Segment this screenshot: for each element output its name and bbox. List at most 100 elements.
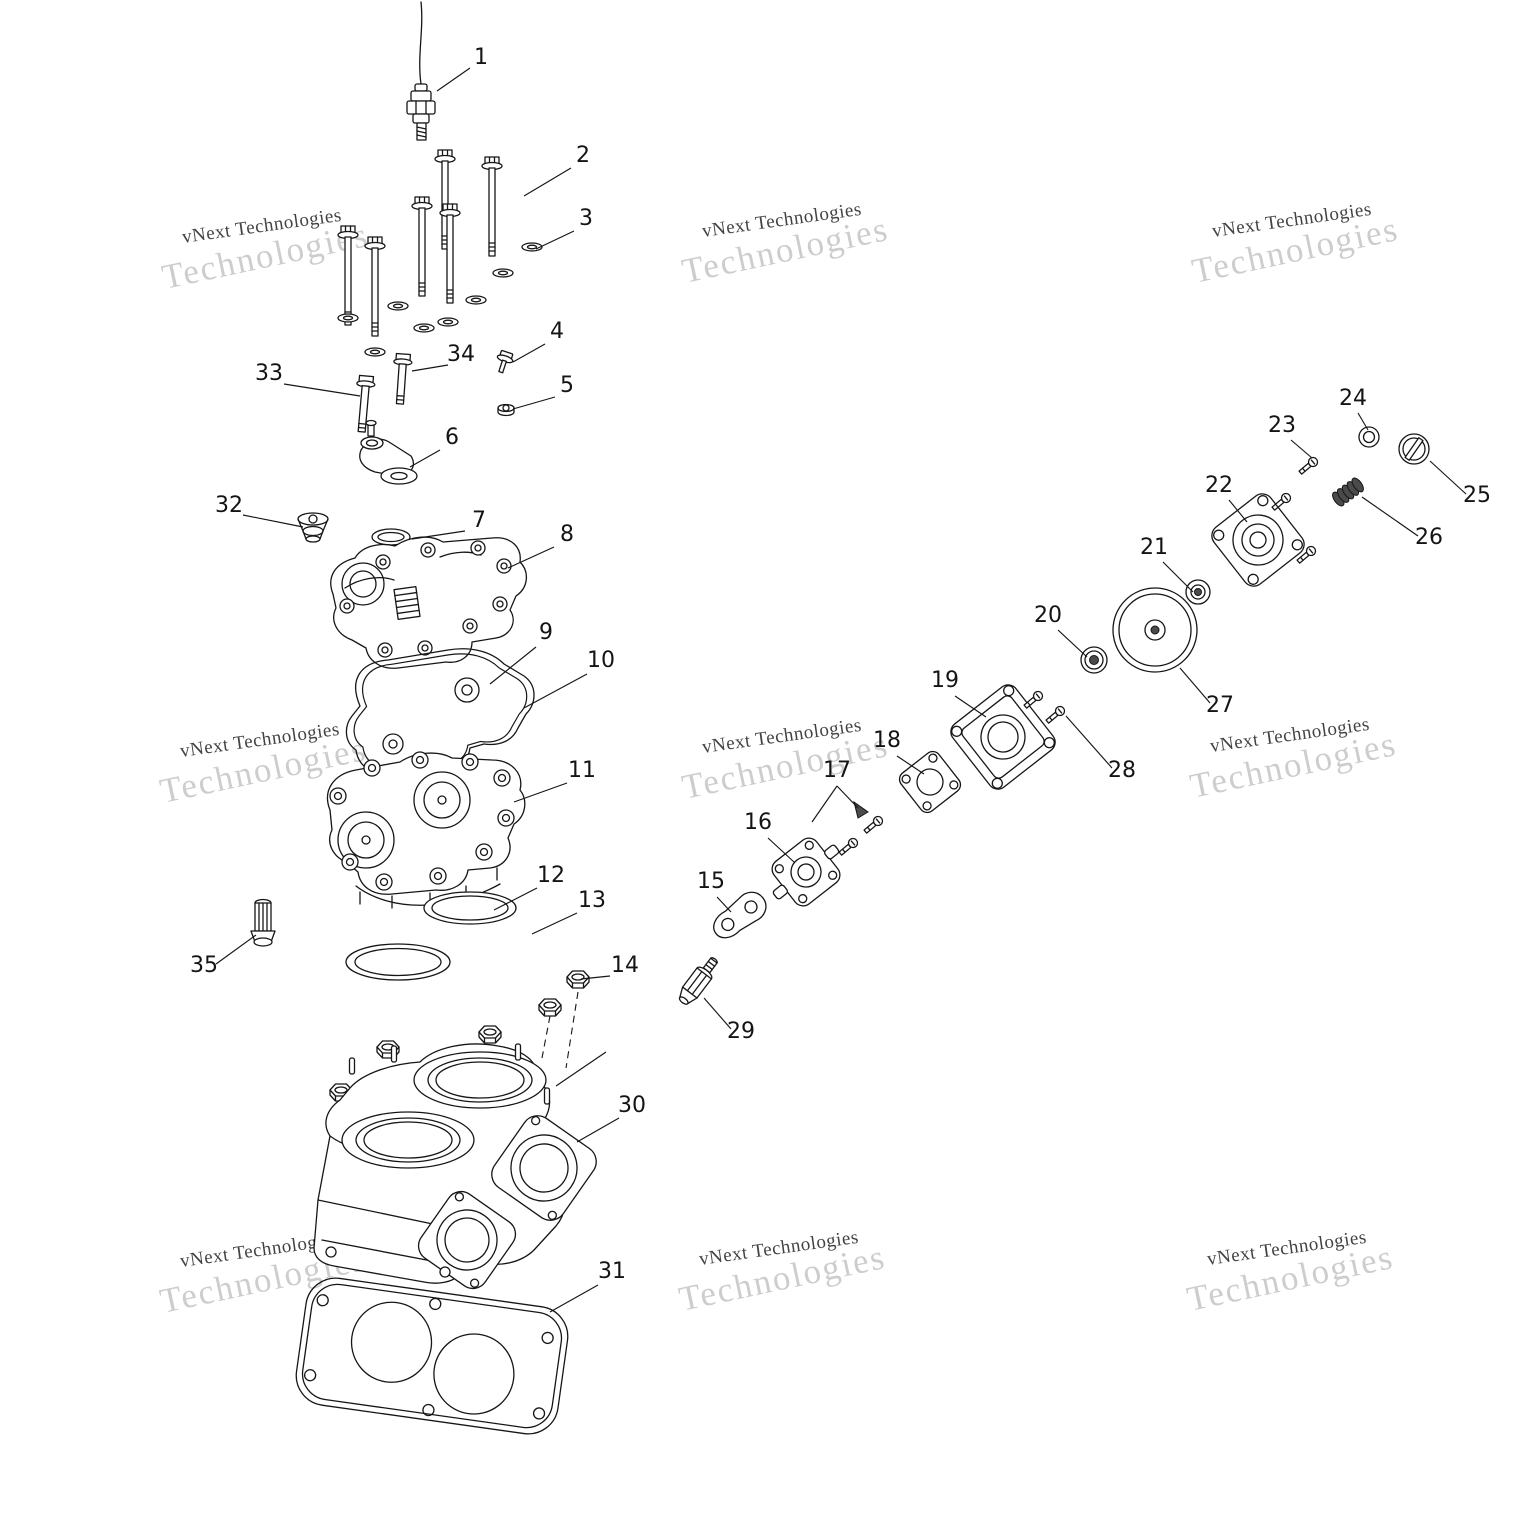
fitting-part-35: [250, 898, 276, 947]
leader-line-15: [716, 896, 732, 913]
leader-line-27: [1179, 667, 1211, 704]
part-label-3: 3: [579, 206, 593, 231]
leader-line-4: [512, 343, 546, 363]
cylinder-block-part-30: [313, 1043, 597, 1290]
part-label-15: 15: [697, 869, 725, 894]
leader-line-13: [531, 912, 578, 935]
leader-line-23: [1290, 439, 1313, 459]
part-label-6: 6: [445, 425, 459, 450]
leader-line-34: [411, 364, 449, 372]
leader-line-35: [215, 934, 257, 965]
part-label-22: 22: [1205, 473, 1233, 498]
spring-part-26: [1332, 477, 1364, 507]
leader-line-28: [1065, 715, 1113, 769]
arrow-17: [853, 800, 869, 819]
part-label-7: 7: [472, 508, 486, 533]
part-label-32: 32: [215, 493, 243, 518]
base-gasket-part-31: [295, 1277, 569, 1435]
part-label-12: 12: [537, 863, 565, 888]
part-label-29: 29: [727, 1019, 755, 1044]
part-label-26: 26: [1415, 525, 1443, 550]
oring-part-24: [1358, 426, 1380, 448]
leader-line-14: [580, 975, 611, 980]
leader-line-8: [507, 546, 555, 569]
pump-gasket-part-18: [898, 750, 962, 814]
part-label-30: 30: [618, 1093, 646, 1118]
part-label-34: 34: [447, 342, 475, 367]
leader-line-6: [409, 449, 441, 468]
fuel-fitting-part-29: [678, 957, 718, 1005]
extra-leader-line-1: [811, 785, 838, 823]
leader-line-26: [1361, 496, 1419, 537]
thermostat-part-32: [297, 512, 329, 543]
washer-part-21: [1185, 579, 1211, 605]
part-label-27: 27: [1206, 693, 1234, 718]
leader-line-9: [489, 646, 537, 685]
leader-line-12: [493, 887, 538, 911]
part-label-9: 9: [539, 620, 553, 645]
part-label-17: 17: [823, 758, 851, 783]
part-label-33: 33: [255, 361, 283, 386]
cylinder-head-part-11: [326, 751, 526, 909]
leader-line-16: [767, 837, 795, 863]
part-label-19: 19: [931, 668, 959, 693]
part-label-2: 2: [576, 143, 590, 168]
pump-screws-part-17: [836, 800, 885, 858]
part-label-8: 8: [560, 522, 574, 547]
part-label-35: 35: [190, 953, 218, 978]
leader-line-10: [523, 673, 588, 709]
diaphragm-part-27: [1112, 587, 1198, 673]
head-cover-part-8: [330, 536, 527, 669]
leader-line-3: [535, 230, 575, 250]
part-label-25: 25: [1463, 483, 1491, 508]
leader-line-5: [512, 396, 556, 410]
leader-line-21: [1162, 561, 1194, 593]
part-label-21: 21: [1140, 535, 1168, 560]
head-oring-part-13: [345, 943, 451, 981]
bolt-part-34: [393, 352, 413, 405]
part-label-28: 28: [1108, 758, 1136, 783]
part-label-5: 5: [560, 373, 574, 398]
part-label-10: 10: [587, 648, 615, 673]
leader-line-29: [703, 997, 732, 1030]
temp-sensor-part-1: [406, 1, 436, 141]
callout-layer: 1234567891011121314151617181920212223242…: [190, 45, 1491, 1313]
plug-part-25: [1398, 433, 1430, 465]
extra-leader-line-3: [555, 1051, 607, 1087]
leader-line-33: [283, 383, 361, 397]
part-label-1: 1: [474, 45, 488, 70]
leader-line-22: [1228, 499, 1248, 523]
leader-line-18: [896, 755, 925, 775]
leader-line-20: [1057, 629, 1088, 658]
exploded-view-art: [250, 1, 1430, 1435]
part-label-11: 11: [568, 758, 596, 783]
head-oring-part-12: [423, 891, 517, 925]
leader-line-24: [1357, 412, 1369, 431]
leader-line-30: [576, 1117, 620, 1143]
fuel-pump-part-16: [771, 837, 841, 907]
leader-line-1: [436, 67, 471, 92]
leader-line-32: [242, 514, 304, 528]
part-label-18: 18: [873, 728, 901, 753]
extra-leader-line-2: [836, 785, 859, 809]
leader-line-25: [1429, 460, 1467, 495]
part-label-24: 24: [1339, 386, 1367, 411]
screw-part-4: [496, 349, 514, 374]
leader-line-7: [411, 530, 466, 540]
pump-gasket-part-15: [713, 891, 767, 939]
part-label-23: 23: [1268, 413, 1296, 438]
leader-line-11: [513, 782, 568, 803]
nut-part-5: [497, 403, 515, 417]
part-label-14: 14: [611, 953, 639, 978]
seal-part-20: [1080, 646, 1108, 674]
leader-line-31: [549, 1284, 599, 1313]
part-label-20: 20: [1034, 603, 1062, 628]
cover-gasket-part-9-10: [345, 648, 535, 775]
bolt-part-33: [356, 374, 376, 433]
water-outlet-part-6: [359, 419, 418, 485]
pump-cover-part-22: [1211, 491, 1318, 587]
part-label-16: 16: [744, 810, 772, 835]
